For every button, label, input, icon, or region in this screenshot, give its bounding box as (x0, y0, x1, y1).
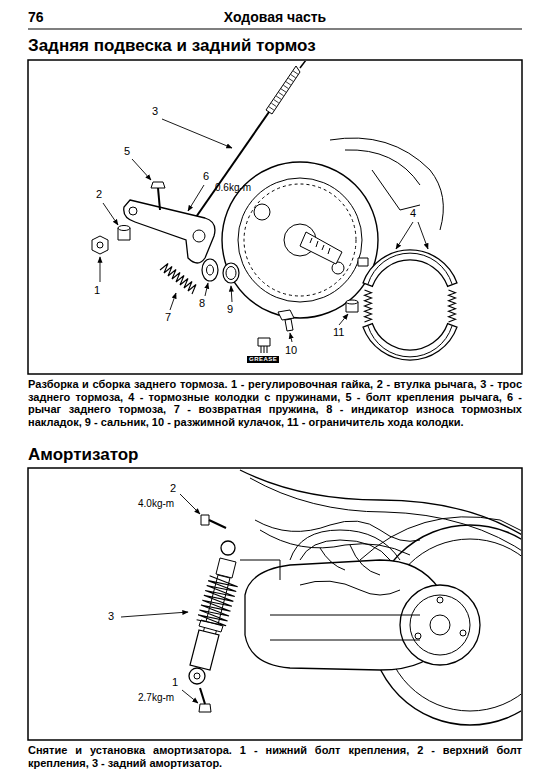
header-rule (28, 28, 522, 29)
wire (260, 530, 410, 555)
axle-shaft (300, 232, 342, 264)
brake-shoe (363, 324, 457, 360)
coil-spring (160, 264, 196, 295)
shoe-stopper (346, 300, 358, 304)
brake-backplate (244, 184, 356, 296)
grease-label: GREASE (247, 356, 279, 363)
callout-number: 7 (165, 311, 171, 324)
grease-brush-symbol (258, 338, 270, 353)
shoe-lining (368, 253, 452, 284)
brake-shoe (363, 250, 457, 286)
wheel-hub (430, 615, 450, 635)
brake-cable (300, 61, 312, 68)
brake-cam (278, 310, 294, 320)
coil-spring (365, 290, 372, 322)
shock-lower-eye (189, 668, 205, 684)
callout-number: 10 (285, 344, 297, 357)
cable-thread (286, 82, 291, 85)
callout-number: 5 (124, 145, 130, 158)
cable-thread (269, 107, 274, 110)
callout-number: 6 (203, 170, 209, 183)
lever-bushing (118, 226, 130, 231)
page-title: Ходовая часть (0, 9, 550, 25)
brake-backplate (238, 178, 362, 302)
oil-seal (226, 267, 236, 280)
shoe-lining (368, 326, 452, 357)
torque-value: 4.0kg-m (138, 498, 174, 510)
callout-number: 11 (333, 326, 344, 339)
lever-bolt (151, 182, 165, 188)
figure-caption: Разборка и сборка заднего тормоза. 1 - р… (28, 378, 522, 428)
upper-bolt (201, 515, 209, 525)
wire (255, 520, 420, 541)
wire (320, 545, 380, 575)
cam-hole (254, 204, 270, 220)
body-outline (345, 150, 420, 185)
cable-thread (276, 96, 281, 99)
callout-number: 4 (410, 207, 416, 220)
shock-upper-eye (221, 541, 235, 555)
brake-drum (410, 595, 470, 655)
lower-bolt (199, 704, 211, 712)
axle-spline (310, 238, 330, 254)
torque-value: 2.7kg-m (138, 692, 174, 704)
shoe-stopper (358, 258, 368, 266)
oil-seal (223, 263, 239, 283)
section-heading: Амортизатор (28, 445, 522, 465)
cable-thread (288, 78, 293, 81)
cable-thread (281, 89, 286, 92)
shock-absorber-view (121, 470, 521, 725)
pivot-pin (332, 262, 344, 274)
lever-hole (193, 230, 205, 242)
coil-spring (197, 576, 238, 626)
body-outline (372, 170, 420, 210)
figure-frame (28, 468, 522, 740)
engine-detail (300, 581, 400, 595)
wear-indicator (202, 259, 218, 281)
upper-bolt (209, 520, 226, 528)
callout-number: 3 (108, 610, 114, 623)
wear-indicator (207, 265, 214, 275)
brake-lever (124, 200, 215, 263)
spring-seat (199, 620, 223, 632)
callout-number: 3 (152, 105, 158, 118)
lever-bolt (158, 188, 160, 210)
frame-tube (300, 540, 390, 560)
section-heading: Задняя подвеска и задний тормоз (28, 36, 522, 56)
engine-detail (270, 615, 420, 640)
leader-lines (121, 494, 200, 703)
shock-body (190, 630, 219, 670)
callout-number: 2 (170, 482, 176, 495)
cable-thread (271, 103, 276, 106)
callout-number: 1 (94, 284, 100, 297)
figure-frame (28, 60, 522, 374)
torque-value: 0.6kg-m (215, 182, 251, 194)
adjusting-nut (92, 236, 108, 254)
cable-thread (279, 92, 284, 95)
callout-number: 2 (96, 188, 102, 201)
adjusting-nut (97, 242, 103, 248)
cable-thread (266, 66, 300, 114)
lever-hole (129, 207, 137, 215)
leader-lines (100, 119, 428, 342)
callout-number: 9 (227, 303, 233, 316)
brake-drum (400, 585, 480, 665)
figure-caption: Снятие и установка амортизатора. 1 - ниж… (28, 744, 522, 769)
callout-number: 8 (199, 297, 205, 310)
cable-thread (274, 100, 279, 103)
coil-spring (449, 290, 456, 322)
brake-cable (187, 112, 269, 230)
cable-thread (293, 71, 298, 74)
brake-cam (285, 319, 293, 331)
callout-number: 1 (172, 676, 178, 689)
cable-thread (291, 74, 296, 77)
brake-exploded-view (92, 61, 457, 360)
lower-bolt (200, 688, 205, 704)
cable-thread (283, 85, 288, 88)
page-number: 76 (28, 9, 44, 25)
frame-bracket (240, 560, 280, 580)
